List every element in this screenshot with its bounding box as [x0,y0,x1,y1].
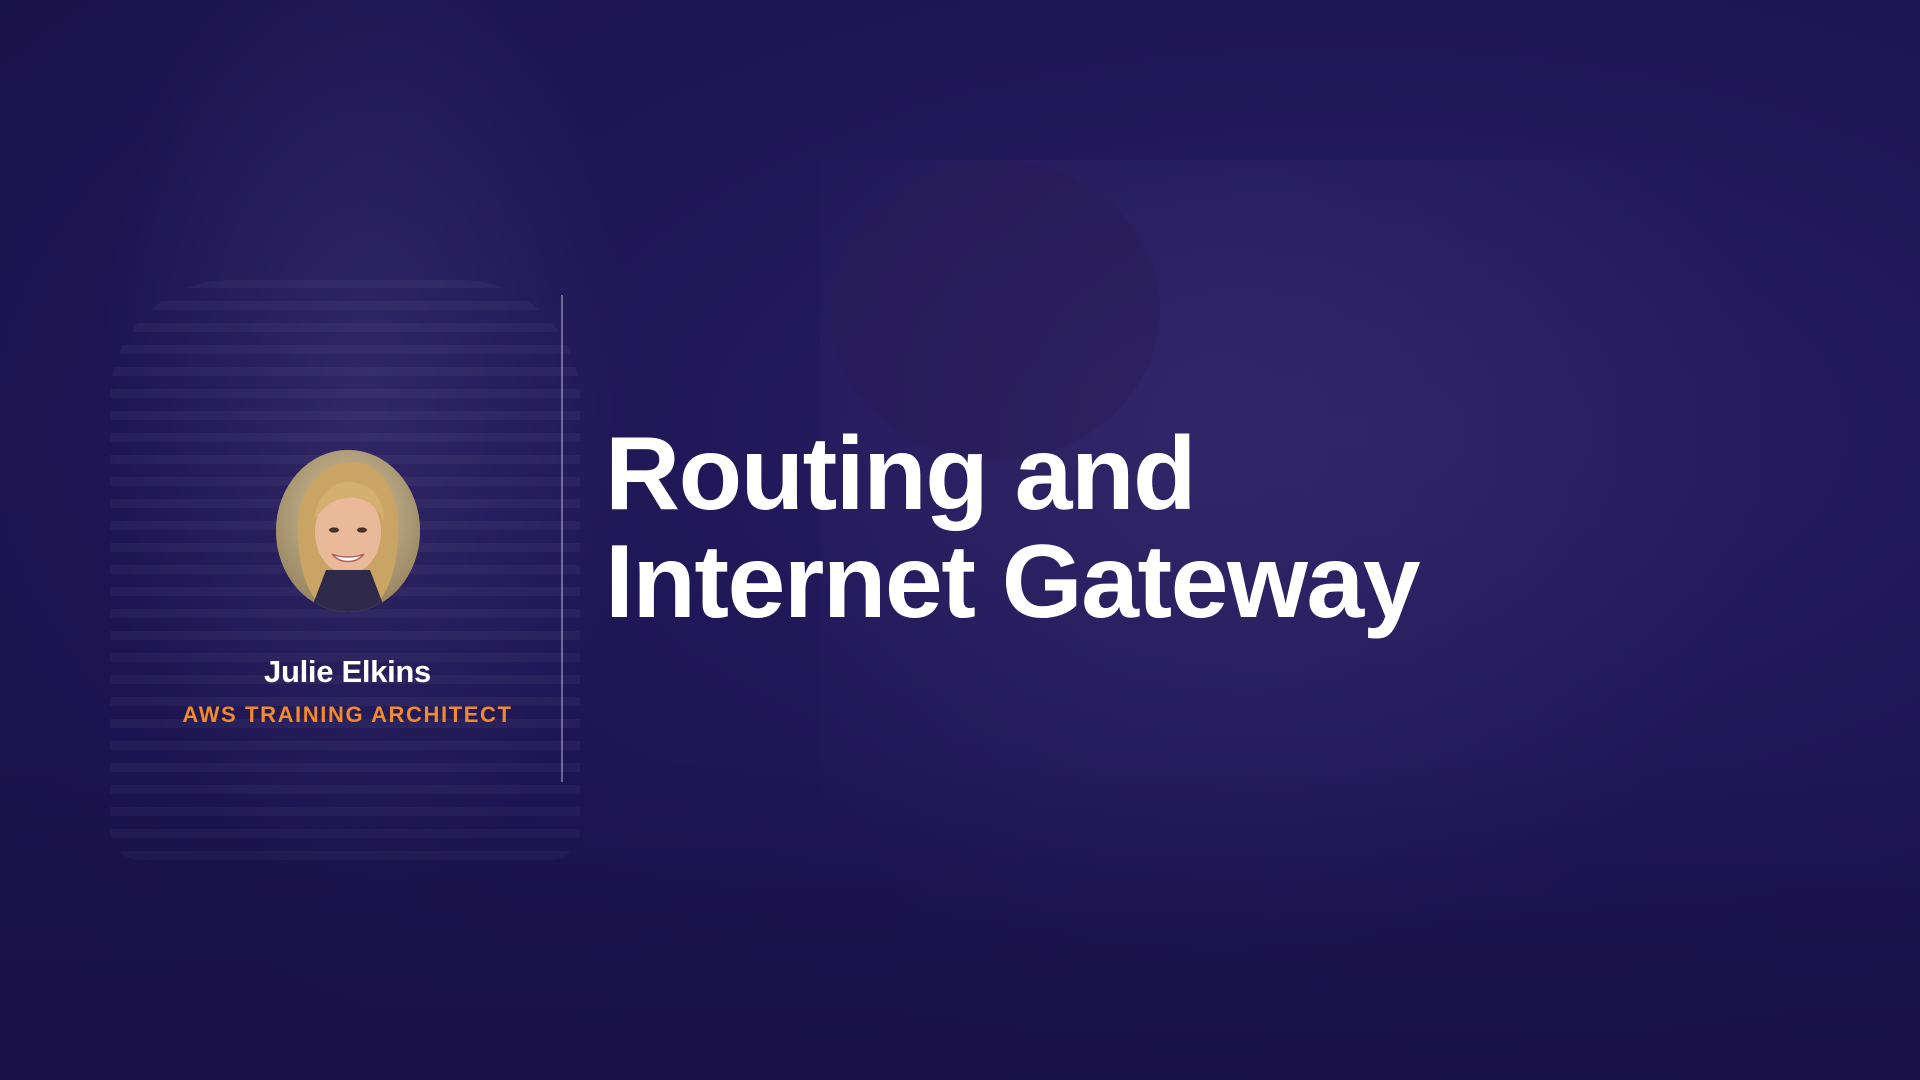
presenter-avatar [275,450,420,612]
slide-title-line-2: Internet Gateway [605,524,1421,640]
presenter-photo-icon [275,450,420,612]
presenter-name: Julie Elkins [264,654,431,689]
presenter-card: Julie Elkins AWS TRAINING ARCHITECT [160,450,535,728]
vertical-divider [561,295,563,782]
presenter-role: AWS TRAINING ARCHITECT [182,702,513,727]
slide-title: Routing and Internet Gateway [605,420,1805,636]
background-photo-head [830,160,1160,460]
background-bottom-fade [0,760,1920,1080]
slide-title-line-1: Routing and [605,416,1197,532]
